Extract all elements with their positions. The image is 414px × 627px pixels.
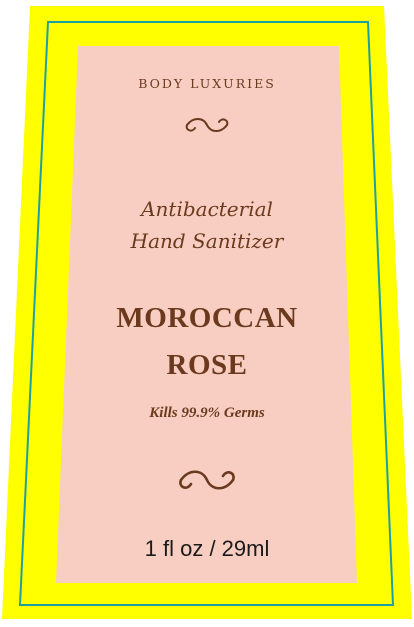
volume-size: 1 fl oz / 29ml [144, 536, 270, 561]
germ-claim: Kills 99.9% Germs [149, 405, 265, 421]
brand-name: BODY LUXURIES [138, 76, 276, 91]
teal-line-border [18, 21, 395, 606]
pink-panel [56, 46, 357, 583]
product-name-line-1: MOROCCAN [116, 302, 298, 334]
subtitle-line-1: Antibacterial [141, 197, 273, 221]
swirl-ornament-icon [179, 470, 235, 490]
product-name-line-2: ROSE [166, 349, 248, 381]
subtitle-line-2: Hand Sanitizer [130, 229, 284, 253]
swirl-ornament-icon [185, 118, 229, 132]
